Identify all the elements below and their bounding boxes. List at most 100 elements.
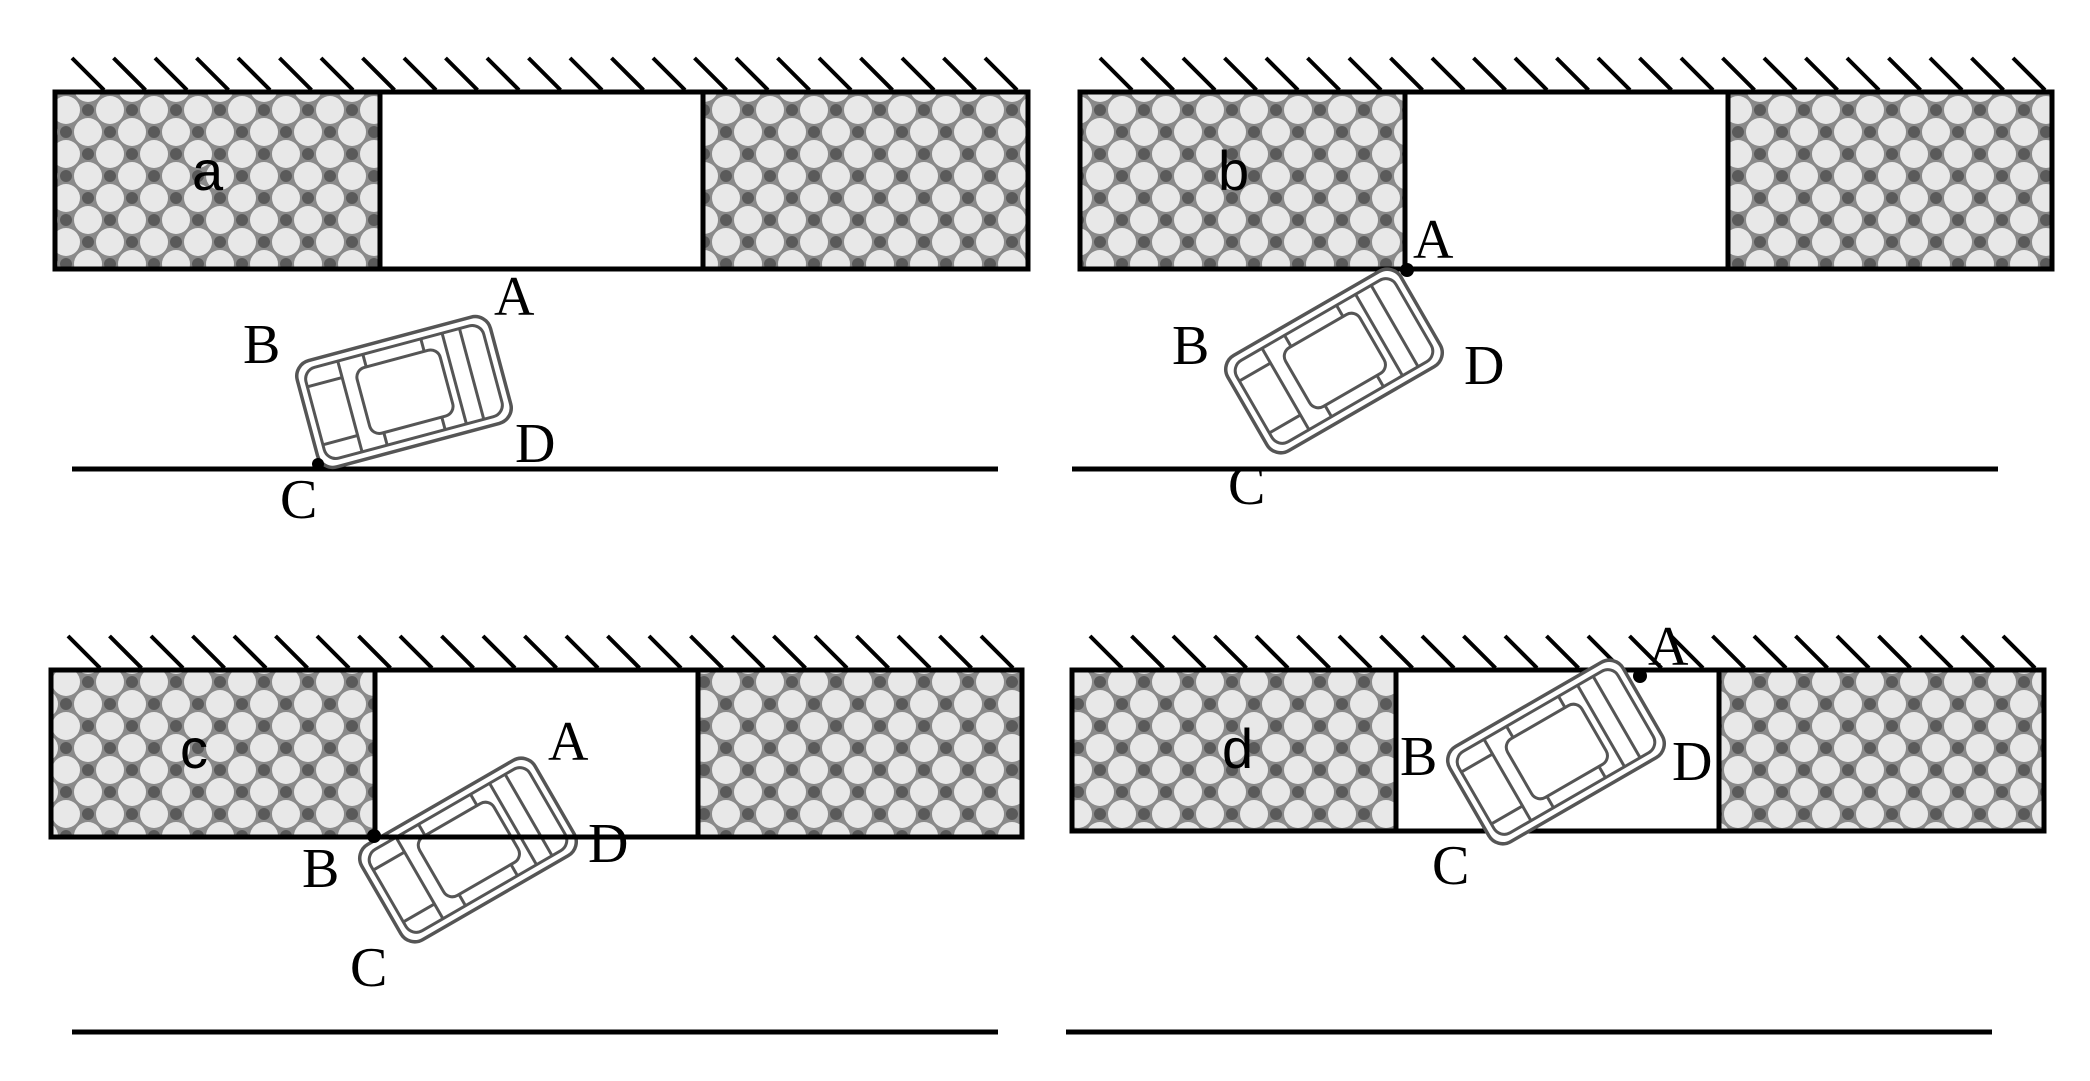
panel-b: b A B C D bbox=[1072, 56, 2055, 517]
wall-hatch-mark bbox=[195, 56, 230, 92]
parking-row-outline bbox=[1069, 667, 2047, 834]
point-a-label: A bbox=[1648, 616, 1689, 678]
wall-hatch-mark bbox=[647, 634, 683, 670]
wall-hatch-mark bbox=[689, 634, 724, 670]
wall-hatch-mark bbox=[319, 56, 355, 92]
wall-hatch-mark bbox=[1171, 634, 1207, 670]
point-b-label: B bbox=[243, 314, 280, 376]
wall-hatch-mark bbox=[1887, 56, 1922, 92]
wall-hatch-mark bbox=[2011, 56, 2047, 92]
point-b-label: B bbox=[302, 838, 339, 900]
wall-hatch-mark bbox=[70, 56, 106, 92]
wall-hatch-mark bbox=[361, 56, 396, 92]
wall-hatch-mark bbox=[817, 56, 853, 92]
wall-hatch-mark bbox=[1711, 634, 1746, 670]
occupied-space-left bbox=[1072, 670, 1395, 831]
point-a-marker bbox=[1633, 669, 1647, 683]
wall-hatch-mark bbox=[1181, 56, 1217, 92]
empty-space bbox=[381, 92, 702, 269]
wall-hatch-mark bbox=[357, 634, 392, 670]
wall-hatch-mark bbox=[1213, 634, 1248, 670]
wall-hatch-mark bbox=[1098, 56, 1134, 92]
wall-hatch-mark bbox=[1379, 634, 1414, 670]
wall-hatch-mark bbox=[1130, 634, 1165, 670]
wall-hatch-mark bbox=[1638, 56, 1673, 92]
wall-hatch-mark bbox=[606, 634, 641, 670]
occupied-space-left bbox=[51, 670, 374, 837]
wall-hatch-mark bbox=[979, 634, 1015, 670]
wall-hatch-mark bbox=[440, 634, 475, 670]
point-b-label: B bbox=[1172, 315, 1209, 377]
panel-a: a A B C D bbox=[52, 56, 1031, 531]
wall-hatch-mark bbox=[485, 56, 521, 92]
wall-hatch-mark bbox=[66, 634, 102, 670]
panel-label: c bbox=[180, 717, 208, 780]
point-d-label: D bbox=[515, 413, 555, 475]
wall-hatch-mark bbox=[1835, 634, 1871, 670]
wall-hatch-mark bbox=[855, 634, 890, 670]
wall-hatch-mark bbox=[1679, 56, 1715, 92]
wall-hatch-mark bbox=[108, 634, 143, 670]
wall-hatch-mark bbox=[1223, 56, 1258, 92]
wall-hatching bbox=[70, 56, 1019, 92]
point-d-label: D bbox=[1464, 335, 1504, 397]
wall-hatch-mark bbox=[610, 56, 645, 92]
wall-hatch-mark bbox=[1721, 56, 1756, 92]
wall-hatch-mark bbox=[693, 56, 728, 92]
wall-hatch-mark bbox=[153, 56, 189, 92]
wall-hatch-mark bbox=[236, 56, 272, 92]
wall-hatch-mark bbox=[315, 634, 351, 670]
point-a-label: A bbox=[494, 266, 535, 328]
wall-hatch-mark bbox=[1420, 634, 1456, 670]
parking-row-outline bbox=[1077, 89, 2055, 272]
wall-hatch-mark bbox=[1254, 634, 1290, 670]
wall-hatch-mark bbox=[730, 634, 766, 670]
wall-hatch-mark bbox=[942, 56, 977, 92]
wall-hatch-mark bbox=[1296, 634, 1331, 670]
occupied-space-right bbox=[1730, 92, 2052, 269]
wall-hatch-mark bbox=[1430, 56, 1466, 92]
wall-hatch-mark bbox=[900, 56, 936, 92]
panel-label: d bbox=[1222, 717, 1253, 780]
wall-hatch-mark bbox=[651, 56, 687, 92]
occupied-space-right bbox=[1721, 670, 2044, 831]
parking-row-outline bbox=[52, 89, 1031, 272]
wall-hatch-mark bbox=[564, 634, 600, 670]
wall-hatch-mark bbox=[1264, 56, 1300, 92]
wall-hatch-mark bbox=[1306, 56, 1341, 92]
point-d-label: D bbox=[588, 813, 628, 875]
wall-hatch-mark bbox=[398, 634, 434, 670]
wall-hatch-mark bbox=[813, 634, 849, 670]
wall-hatch-mark bbox=[1752, 634, 1788, 670]
wall-hatch-mark bbox=[274, 634, 309, 670]
wall-hatch-mark bbox=[1970, 56, 2005, 92]
wall-hatch-mark bbox=[776, 56, 811, 92]
wall-hatch-mark bbox=[938, 634, 973, 670]
occupied-space-right bbox=[700, 670, 1022, 837]
point-c-label: C bbox=[350, 937, 387, 999]
wall-hatch-mark bbox=[2001, 634, 2037, 670]
car bbox=[1218, 261, 1450, 461]
wall-hatch-mark bbox=[1513, 56, 1549, 92]
point-a-label: A bbox=[1413, 209, 1454, 271]
wall-hatch-mark bbox=[859, 56, 894, 92]
wall-hatch-mark bbox=[1628, 634, 1663, 670]
wall-hatch-mark bbox=[1503, 634, 1539, 670]
wall-hatch-mark bbox=[983, 56, 1019, 92]
wall-hatch-mark bbox=[112, 56, 147, 92]
wall-hatch-mark bbox=[734, 56, 770, 92]
point-d-label: D bbox=[1672, 731, 1712, 793]
wall-hatch-mark bbox=[1669, 634, 1705, 670]
car bbox=[291, 311, 517, 473]
wall-hatch-mark bbox=[402, 56, 438, 92]
point-c-label: C bbox=[280, 469, 317, 531]
wall-hatch-mark bbox=[481, 634, 517, 670]
point-a-marker bbox=[1400, 263, 1414, 277]
wall-hatch-mark bbox=[1545, 634, 1580, 670]
wall-hatch-mark bbox=[772, 634, 807, 670]
wall-hatch-mark bbox=[1794, 634, 1829, 670]
wall-hatch-mark bbox=[1804, 56, 1839, 92]
wall-hatch-mark bbox=[1088, 634, 1124, 670]
panel-label: a bbox=[192, 139, 224, 202]
